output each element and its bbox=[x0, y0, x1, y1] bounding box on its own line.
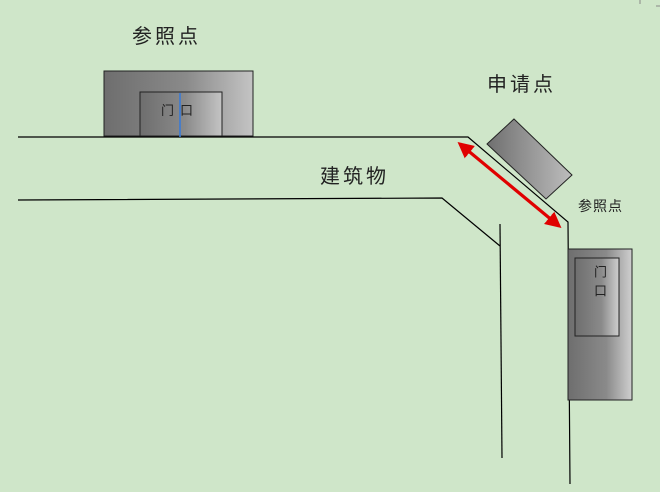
application-building bbox=[486, 118, 573, 200]
road-lower-edge bbox=[17, 197, 501, 247]
building-label: 建筑物 bbox=[320, 164, 389, 188]
door-frame-top bbox=[139, 91, 223, 137]
road-inner-vertical bbox=[499, 223, 503, 459]
door-frame-right bbox=[574, 257, 620, 337]
distance-arrow bbox=[457, 141, 562, 229]
reference-point-label-right: 参照点 bbox=[578, 199, 623, 215]
road-upper-edge bbox=[18, 136, 571, 485]
door-label-right: 门口 bbox=[591, 265, 606, 303]
door-label-top: 门口 bbox=[160, 104, 199, 119]
reference-point-label-top: 参照点 bbox=[132, 24, 201, 48]
application-point-label: 申请点 bbox=[487, 72, 556, 96]
